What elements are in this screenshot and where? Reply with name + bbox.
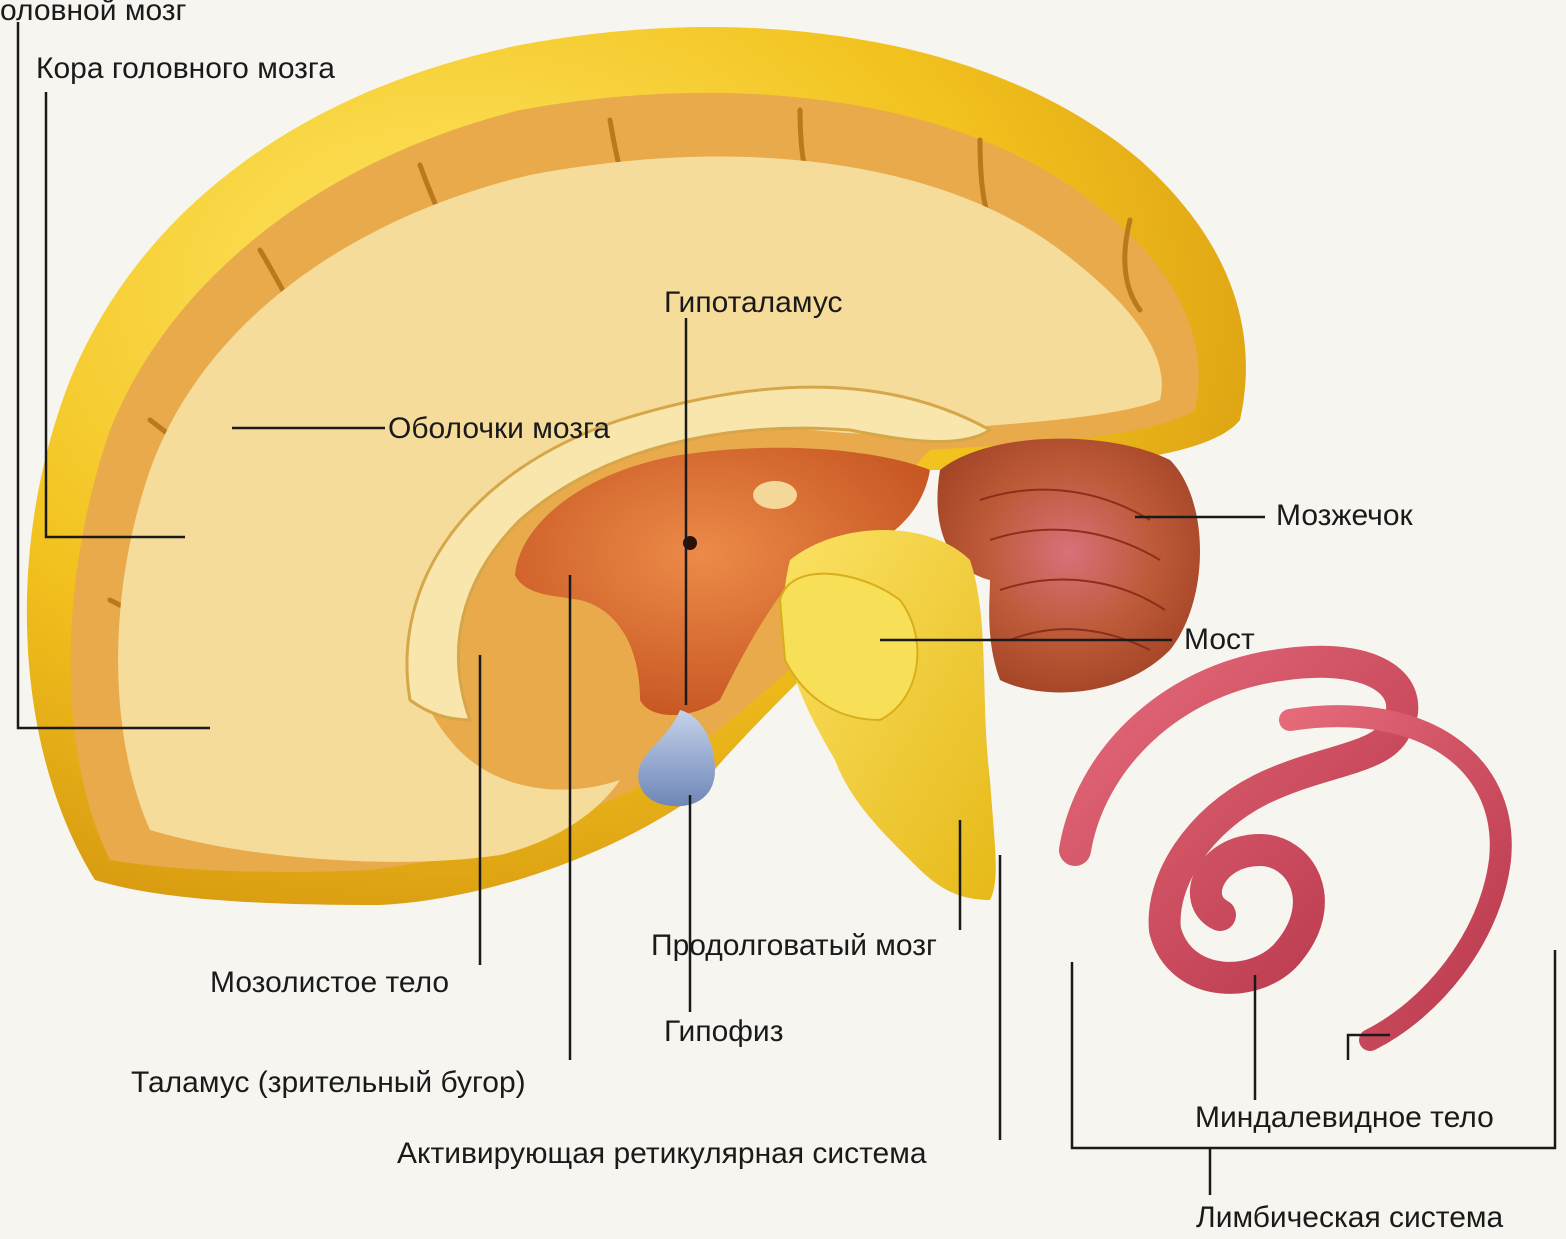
label-amygdala: Миндалевидное тело bbox=[1195, 1101, 1494, 1135]
label-pituitary: Гипофиз bbox=[664, 1015, 783, 1049]
label-cerebellum: Мозжечок bbox=[1276, 499, 1413, 533]
label-medulla: Продолговатый мозг bbox=[651, 929, 937, 963]
label-brain: оловной мозг bbox=[0, 0, 187, 28]
label-cortex: Кора головного мозга bbox=[36, 52, 335, 86]
label-hypothalamus: Гипоталамус bbox=[664, 286, 843, 320]
label-pons: Мост bbox=[1184, 623, 1255, 657]
thalamus-mass bbox=[753, 481, 797, 509]
label-corpus-callosum: Мозолистое тело bbox=[210, 966, 449, 1000]
label-meninges: Оболочки мозга bbox=[388, 412, 610, 446]
label-thalamus: Таламус (зрительный бугор) bbox=[131, 1066, 526, 1100]
label-reticular: Активирующая ретикулярная система bbox=[397, 1137, 927, 1171]
label-limbic: Лимбическая система bbox=[1196, 1201, 1503, 1235]
